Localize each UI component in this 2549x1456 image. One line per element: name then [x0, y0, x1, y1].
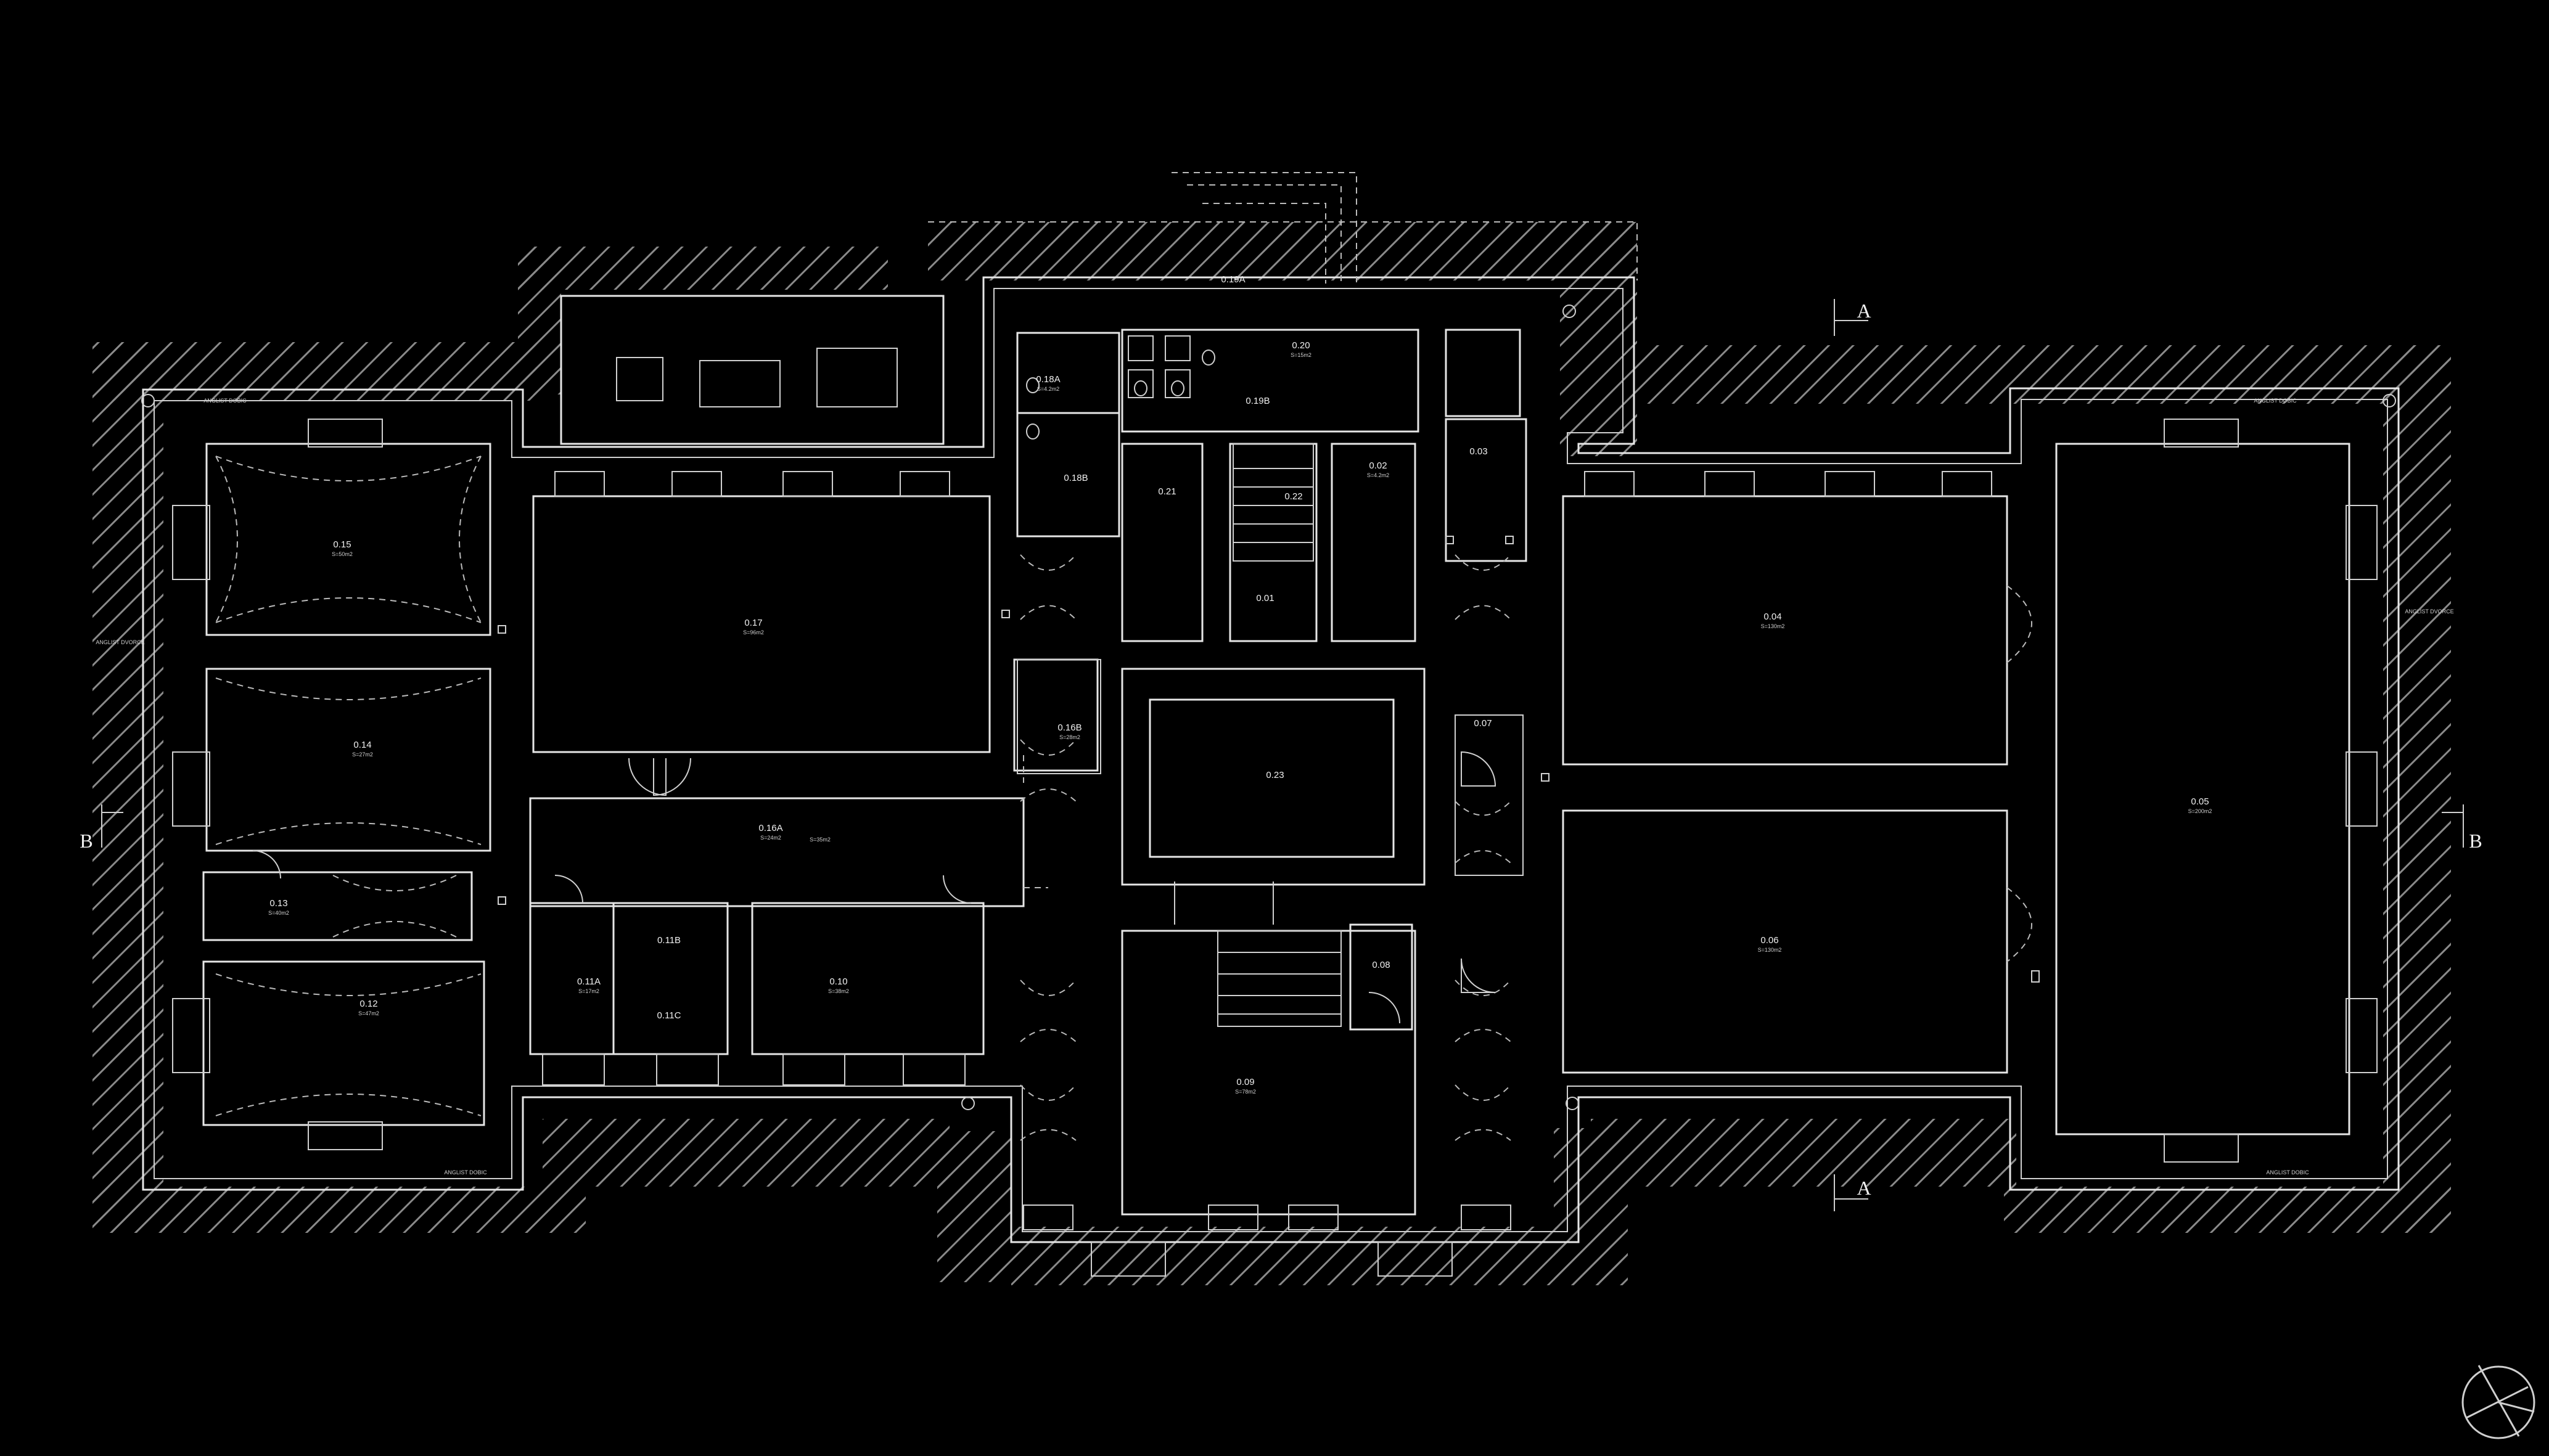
room-label: 0.15: [333, 539, 351, 550]
room-area: S=47m2: [358, 1010, 379, 1016]
section-b-right: B: [2469, 830, 2482, 852]
room-label: 0.11B: [657, 935, 681, 946]
room-label: 0.11C: [657, 1010, 681, 1021]
room-area: S=200m2: [2188, 808, 2212, 814]
room-label: 0.23: [1266, 770, 1284, 780]
section-marks: A A B B: [80, 299, 2482, 1211]
room-label: 0.12: [359, 999, 377, 1009]
room-area: S=78m2: [1235, 1089, 1256, 1095]
window-niches: [172, 419, 2378, 1277]
room-label: 0.21: [1158, 486, 1176, 497]
room-labels: 0.010.02S=4.2m20.030.04S=130m20.05S=200m…: [268, 274, 2212, 1095]
room-label: 0.11A: [577, 976, 601, 987]
room-label: 0.22: [1284, 491, 1302, 502]
room-label: 0.09: [1236, 1077, 1254, 1087]
section-b-left: B: [80, 830, 92, 852]
room-label: 0.07: [1474, 718, 1492, 729]
north-arrow-icon: [2461, 1365, 2535, 1439]
room-label: 0.10: [829, 976, 847, 987]
wall-note-bottom-left: ANGLIST DOBIC: [444, 1169, 487, 1176]
room-area: S=4.2m2: [1367, 472, 1389, 478]
room-label: 0.17: [744, 618, 762, 628]
room-label: 0.08: [1372, 960, 1390, 970]
wall-note-bottom-right: ANGLIST DOBIC: [2266, 1169, 2309, 1176]
toilet-icon: [1026, 335, 1215, 440]
room-area: S=15m2: [1291, 352, 1311, 358]
room-label: 0.19A: [1221, 274, 1245, 285]
wall-note-side-left: ANGLIST DVORCE: [96, 639, 144, 645]
room-area: S=130m2: [1761, 623, 1785, 629]
room-area: S=4.2m2: [1037, 386, 1059, 392]
room-area: S=40m2: [268, 910, 289, 916]
room-label: 0.04: [1763, 611, 1781, 622]
room-label: 0.16B: [1057, 722, 1082, 733]
exterior-walls: [141, 172, 2400, 1243]
room-label: 0.18B: [1064, 473, 1088, 483]
room-label: 0.19B: [1246, 396, 1270, 406]
room-area: S=96m2: [743, 629, 764, 636]
interior-walls: [202, 329, 2350, 1216]
room-area: S=17m2: [578, 988, 599, 994]
room-label: 0.16A: [758, 823, 782, 833]
room-area: S=38m2: [828, 988, 849, 994]
room-label: 0.01: [1256, 593, 1274, 603]
vault-arcs: [215, 456, 2032, 1141]
room-label: 0.20: [1292, 340, 1310, 351]
room-label: 0.05: [2191, 796, 2209, 807]
room-area: S=50m2: [332, 551, 353, 557]
room-label: 0.02: [1369, 460, 1387, 471]
column-icon: [498, 536, 2040, 983]
section-a-top: A: [1857, 300, 1871, 322]
room-area: S=27m2: [352, 751, 373, 758]
room-label: 0.13: [269, 898, 287, 909]
room-label: 0.14: [353, 740, 371, 750]
wall-note-side-right: ANGLIST DVORCE: [2405, 608, 2453, 615]
earth-hatch: [92, 222, 2451, 1285]
stair-icon: [1217, 443, 1342, 1027]
room-label: 0.06: [1760, 935, 1778, 946]
wall-notes: ANGLIST DOBIC ANGLIST DOBIC ANGLIST DOBI…: [96, 398, 2453, 1176]
wall-note-top-left: ANGLIST DOBIC: [203, 398, 247, 404]
room-area: S=24m2: [760, 835, 781, 841]
corridor-area-note: S=35m2: [810, 836, 831, 843]
room-label: 0.03: [1469, 446, 1487, 457]
door-swing-icon: [252, 751, 1496, 1024]
wall-note-top-right: ANGLIST DOBIC: [2254, 398, 2297, 404]
room-area: S=130m2: [1758, 947, 1782, 953]
room-area: S=28m2: [1059, 734, 1080, 740]
section-a-bottom: A: [1857, 1177, 1871, 1199]
room-label: 0.18A: [1036, 374, 1060, 385]
